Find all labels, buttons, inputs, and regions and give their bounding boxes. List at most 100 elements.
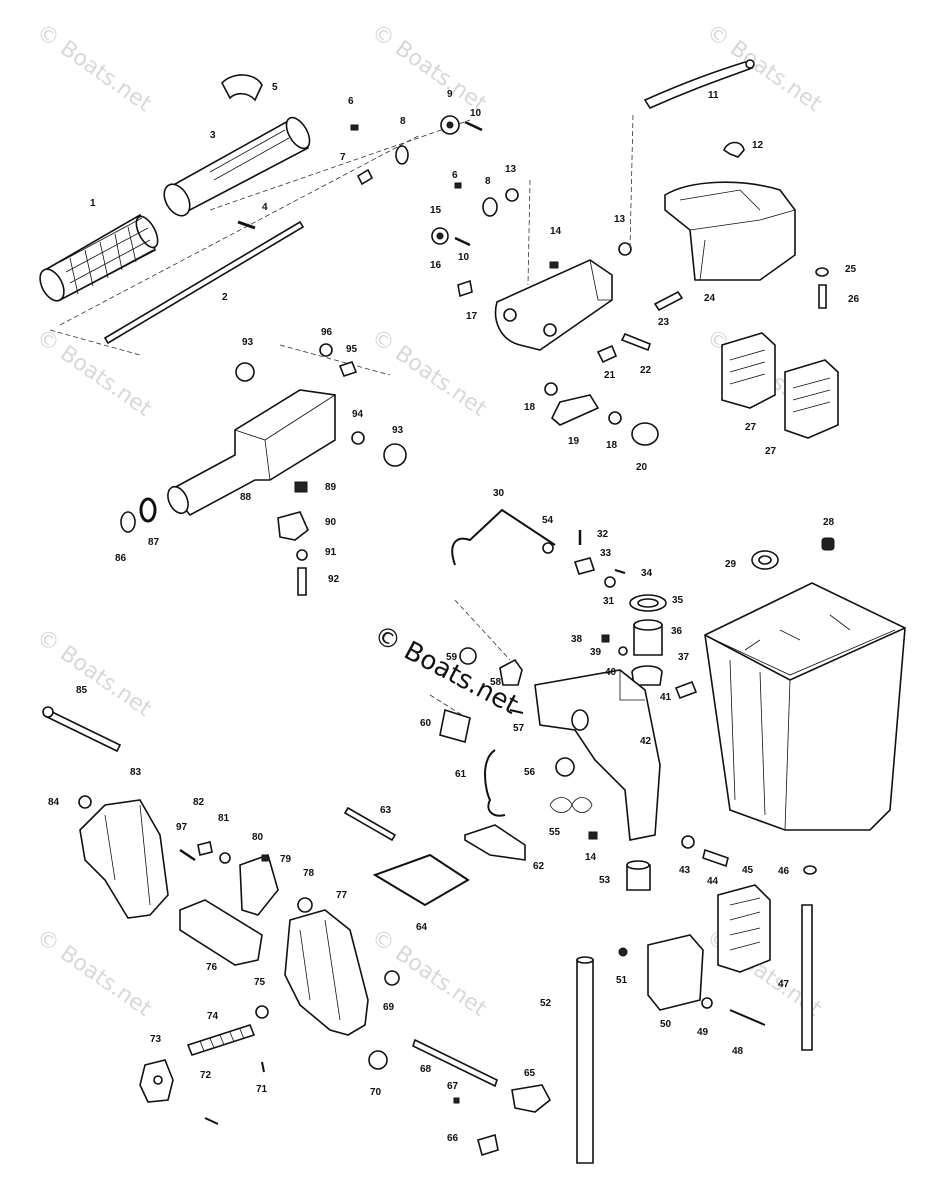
- steering-handle-arm: [167, 389, 336, 517]
- part-label-10: 10: [470, 108, 482, 119]
- part-label-53: 53: [599, 875, 611, 886]
- part-label-61: 61: [455, 769, 467, 780]
- part-label-4: 4: [262, 202, 268, 213]
- part-label-31: 31: [603, 596, 615, 607]
- watermark-text: © Boats.net: [32, 324, 157, 422]
- part-label-60: 60: [420, 718, 432, 729]
- part-label-9: 9: [447, 89, 453, 100]
- part-label-72: 72: [200, 1070, 212, 1081]
- handle-housing: [664, 181, 796, 281]
- part-label-96: 96: [321, 327, 333, 338]
- part-label-14-repeat: 14: [585, 852, 597, 863]
- part-label-75: 75: [254, 977, 266, 988]
- part-label-56: 56: [524, 767, 536, 778]
- part-label-22: 22: [640, 365, 652, 376]
- part-label-71: 71: [256, 1084, 268, 1095]
- part-label-83: 83: [130, 767, 142, 778]
- part-label-17: 17: [466, 311, 478, 322]
- part-label-77: 77: [336, 890, 348, 901]
- part-label-48: 48: [732, 1046, 744, 1057]
- part-label-95: 95: [346, 344, 358, 355]
- part-label-10-repeat: 10: [458, 252, 470, 263]
- part-label-74: 74: [207, 1011, 219, 1022]
- part-label-25: 25: [845, 264, 857, 275]
- part-label-5: 5: [272, 82, 278, 93]
- part-label-93: 93: [392, 425, 404, 436]
- part-label-66: 66: [447, 1133, 459, 1144]
- part-label-34: 34: [641, 568, 653, 579]
- part-label-90: 90: [325, 517, 337, 528]
- part-label-76: 76: [206, 962, 218, 973]
- part-label-94: 94: [352, 409, 364, 420]
- part-label-92: 92: [328, 574, 340, 585]
- part-label-79: 79: [280, 854, 292, 865]
- part-label-14: 14: [550, 226, 562, 237]
- swivel-bracket: [534, 669, 661, 841]
- part-label-21: 21: [604, 370, 616, 381]
- part-label-46: 46: [778, 866, 790, 877]
- part-label-45: 45: [742, 865, 754, 876]
- part-label-67: 67: [447, 1081, 459, 1092]
- part-label-97: 97: [176, 822, 188, 833]
- part-label-8: 8: [400, 116, 406, 127]
- part-label-65: 65: [524, 1068, 536, 1079]
- part-label-8-repeat: 8: [485, 176, 491, 187]
- part-label-6-repeat: 6: [452, 170, 458, 181]
- part-label-80: 80: [252, 832, 264, 843]
- part-label-63: 63: [380, 805, 392, 816]
- part-label-16: 16: [430, 260, 442, 271]
- throttle-shaft: [103, 220, 305, 345]
- part-label-44: 44: [707, 876, 719, 887]
- part-label-33: 33: [600, 548, 612, 559]
- part-label-2: 2: [222, 292, 228, 303]
- watermark-text: © Boats.net: [367, 19, 492, 117]
- part-label-82: 82: [193, 797, 205, 808]
- part-label-58: 58: [490, 677, 502, 688]
- part-label-32: 32: [597, 529, 609, 540]
- part-label-12: 12: [752, 140, 764, 151]
- part-label-40: 40: [605, 667, 617, 678]
- part-label-59: 59: [446, 652, 458, 663]
- part-label-6: 6: [348, 96, 354, 107]
- part-label-30: 30: [493, 488, 505, 499]
- lower-housing: [704, 582, 906, 831]
- part-label-68: 68: [420, 1064, 432, 1075]
- part-label-19: 19: [568, 436, 580, 447]
- part-label-38: 38: [571, 634, 583, 645]
- part-label-18: 18: [524, 402, 536, 413]
- part-label-91: 91: [325, 547, 337, 558]
- part-label-47: 47: [778, 979, 790, 990]
- part-label-62: 62: [533, 861, 545, 872]
- handle-tube: [163, 116, 311, 217]
- part-label-57: 57: [513, 723, 525, 734]
- part-label-42: 42: [640, 736, 652, 747]
- part-label-11: 11: [708, 90, 719, 101]
- part-label-20: 20: [636, 462, 648, 473]
- steering-bracket: [494, 259, 613, 351]
- part-label-7: 7: [340, 152, 346, 163]
- watermark-text: © Boats.net: [702, 19, 827, 117]
- part-label-49: 49: [697, 1027, 709, 1038]
- part-label-70: 70: [370, 1087, 382, 1098]
- part-label-78: 78: [303, 868, 315, 879]
- part-label-13: 13: [505, 164, 517, 175]
- part-label-18-repeat: 18: [606, 440, 618, 451]
- part-label-86: 86: [115, 553, 127, 564]
- twist-grip: [39, 213, 159, 302]
- part-label-26: 26: [848, 294, 860, 305]
- part-label-36: 36: [671, 626, 683, 637]
- part-label-37: 37: [678, 652, 690, 663]
- part-label-69: 69: [383, 1002, 395, 1013]
- part-label-23: 23: [658, 317, 670, 328]
- part-label-55: 55: [549, 827, 561, 838]
- part-label-54: 54: [542, 515, 554, 526]
- part-label-35: 35: [672, 595, 684, 606]
- part-label-27: 27: [745, 422, 757, 433]
- part-label-87: 87: [148, 537, 160, 548]
- part-label-43: 43: [679, 865, 691, 876]
- part-label-15: 15: [430, 205, 442, 216]
- part-label-81: 81: [218, 813, 230, 824]
- part-label-41: 41: [660, 692, 672, 703]
